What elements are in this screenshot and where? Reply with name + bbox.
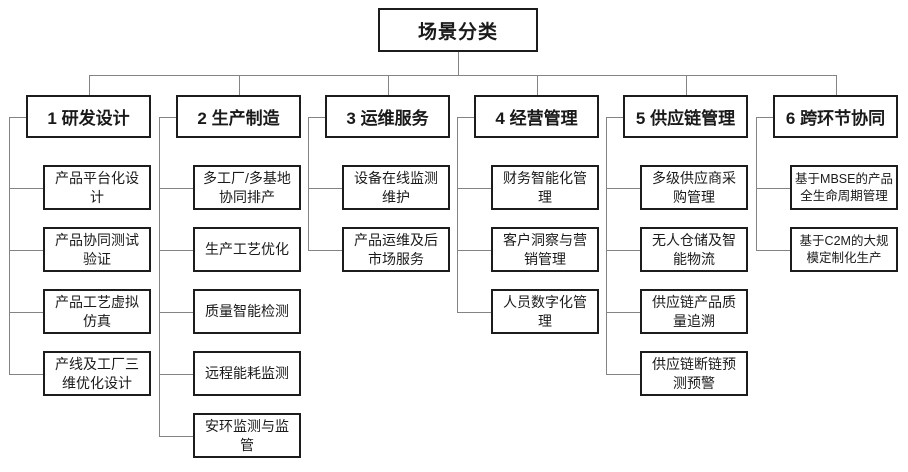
connector-line	[9, 116, 10, 374]
connector-line	[606, 187, 640, 189]
connector-line	[458, 52, 459, 75]
connector-line	[9, 373, 43, 375]
connector-line	[756, 249, 790, 251]
child-node: 基于C2M的大规 模定制化生产	[790, 227, 898, 272]
connector-line	[756, 116, 757, 250]
connector-line	[159, 373, 193, 375]
connector-line	[606, 249, 640, 251]
connector-line	[606, 311, 640, 313]
connector-line	[9, 249, 43, 251]
connector-line	[606, 116, 623, 118]
connector-line	[159, 311, 193, 313]
connector-line	[536, 75, 538, 95]
node-root-scene-classification: 场景分类	[378, 8, 538, 52]
connector-line	[457, 116, 474, 118]
child-node: 产品工艺虚拟 仿真	[43, 289, 151, 334]
child-node: 供应链断链预 测预警	[640, 351, 748, 396]
connector-line	[9, 187, 43, 189]
child-node: 产品运维及后 市场服务	[342, 227, 450, 272]
child-node: 远程能耗监测	[193, 351, 301, 396]
node-header-supply-chain-management: 5 供应链管理	[623, 95, 748, 138]
node-header-rnd-design: 1 研发设计	[26, 95, 151, 138]
child-node: 安环监测与监 管	[193, 413, 301, 458]
child-node: 产品平台化设 计	[43, 165, 151, 210]
connector-line	[159, 249, 193, 251]
child-node: 无人仓储及智 能物流	[640, 227, 748, 272]
connector-line	[159, 116, 176, 118]
connector-line	[606, 373, 640, 375]
connector-line	[457, 311, 491, 313]
child-node: 供应链产品质 量追溯	[640, 289, 748, 334]
connector-line	[685, 75, 687, 95]
connector-line	[756, 116, 773, 118]
connector-line	[308, 116, 309, 250]
connector-line	[308, 116, 325, 118]
connector-line	[387, 75, 389, 95]
child-node: 产线及工厂三 维优化设计	[43, 351, 151, 396]
connector-line	[9, 311, 43, 313]
connector-line	[159, 116, 160, 436]
child-node: 多工厂/多基地 协同排产	[193, 165, 301, 210]
connector-line	[606, 116, 607, 374]
connector-line	[308, 249, 342, 251]
child-node: 人员数字化管 理	[491, 289, 599, 334]
connector-line	[457, 249, 491, 251]
connector-line	[756, 187, 790, 189]
connector-line	[457, 187, 491, 189]
connector-line	[159, 435, 193, 437]
connector-line	[308, 187, 342, 189]
node-header-business-management: 4 经营管理	[474, 95, 599, 138]
connector-line	[88, 75, 90, 95]
child-node: 财务智能化管 理	[491, 165, 599, 210]
node-header-production-manufacturing: 2 生产制造	[176, 95, 301, 138]
child-node: 产品协同测试 验证	[43, 227, 151, 272]
connector-line	[457, 116, 458, 312]
connector-line	[159, 187, 193, 189]
child-node: 质量智能检测	[193, 289, 301, 334]
connector-line	[9, 116, 26, 118]
child-node: 设备在线监测 维护	[342, 165, 450, 210]
node-header-operations-maintenance-service: 3 运维服务	[325, 95, 450, 138]
connector-line	[88, 75, 836, 76]
node-header-cross-link-collaboration: 6 跨环节协同	[773, 95, 898, 138]
connector-line	[835, 75, 837, 95]
connector-line	[238, 75, 240, 95]
child-node: 生产工艺优化	[193, 227, 301, 272]
child-node: 客户洞察与营 销管理	[491, 227, 599, 272]
child-node: 基于MBSE的产品 全生命周期管理	[790, 165, 898, 210]
child-node: 多级供应商采 购管理	[640, 165, 748, 210]
